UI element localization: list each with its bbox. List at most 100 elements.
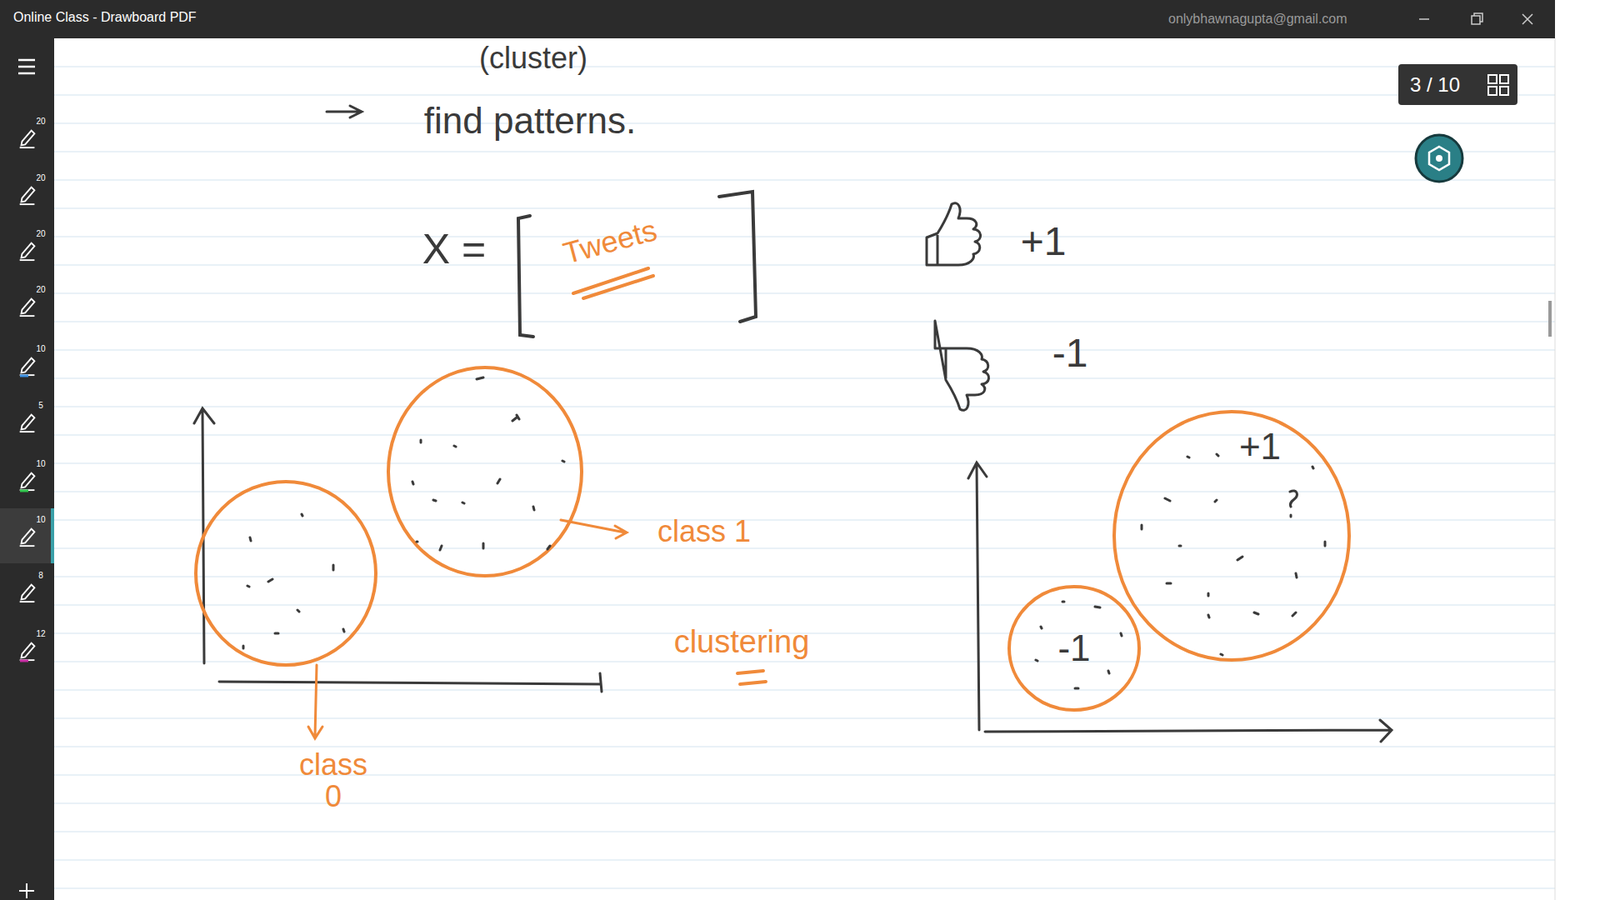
window-title: Online Class - Drawboard PDF (13, 10, 197, 25)
pen-size: 20 (35, 229, 45, 240)
pen-size: 20 (35, 173, 45, 184)
matrix-bracket (518, 215, 534, 337)
thumbs-up-icon (926, 203, 981, 265)
page-counter-text: 3 / 10 (1410, 73, 1460, 97)
label-wrap: -1 (1052, 330, 1089, 376)
pen-icon (20, 473, 35, 491)
circle-outline (1009, 586, 1140, 710)
pen-icon (20, 585, 35, 603)
settings-icon (1435, 155, 1443, 162)
label-wrap: 20 (35, 112, 45, 128)
label-wrap: class 0 (287, 749, 380, 813)
pen-icon (20, 243, 35, 261)
restore-icon (1474, 13, 1483, 22)
active-tool (0, 508, 55, 564)
label-wrap: 8 (38, 566, 44, 582)
pen-tint (20, 490, 29, 493)
window-edge (1555, 38, 1556, 900)
note: clustering (674, 624, 810, 661)
label-wrap: 20 (35, 280, 45, 296)
action-button (1415, 135, 1463, 182)
pen-icon (20, 299, 35, 317)
axis (968, 462, 987, 730)
minimize-icon (1419, 18, 1430, 20)
label-wrap: onlybhawnagupta@gmail.com (1168, 11, 1348, 27)
label-wrap: clustering (674, 624, 810, 661)
matrix-entry: Tweets (560, 212, 661, 270)
cluster-label: +1 (1239, 426, 1281, 467)
variable: X = (422, 225, 486, 275)
leader-arrow (308, 665, 323, 739)
class-label: class 1 (657, 514, 751, 549)
label-wrap: class 1 (657, 514, 751, 549)
pen-size: 10 (35, 344, 45, 355)
close-icon (1522, 14, 1533, 25)
pen-icon (20, 415, 35, 433)
matrix-bracket (719, 191, 756, 322)
toolbar (0, 38, 55, 900)
underline (573, 268, 654, 299)
settings-icon (1429, 146, 1450, 170)
class-label: class 0 (287, 749, 380, 813)
restore-icon (1471, 15, 1480, 25)
pen-size: 20 (35, 116, 45, 127)
label-wrap: 3 / 10 (1410, 73, 1460, 97)
pen-tint (20, 660, 29, 663)
pen-icon (20, 130, 35, 149)
label-wrap: Tweets (560, 212, 661, 270)
cluster-circle (195, 481, 376, 665)
pen-size: 10 (35, 459, 45, 470)
title-bar (0, 0, 1555, 39)
pen-size: 8 (38, 570, 44, 581)
page-counter (1398, 64, 1518, 105)
pen-tint (20, 375, 29, 378)
arrow-symbol (326, 105, 362, 118)
pen-size: 12 (35, 629, 45, 640)
label-wrap: +1 (1020, 218, 1067, 265)
menu-icon (18, 60, 35, 74)
account-email: onlybhawnagupta@gmail.com (1168, 11, 1348, 27)
leader-arrow (560, 520, 627, 539)
window-title-wrap: Online Class - Drawboard PDF (13, 10, 197, 25)
label-wrap: 20 (35, 225, 45, 240)
pen-icon (20, 358, 35, 376)
pen-icon (20, 187, 35, 205)
label-wrap: X = (422, 225, 486, 275)
axis (219, 673, 602, 692)
pen-icon (20, 643, 35, 661)
underline (737, 670, 766, 685)
class-value: -1 (1052, 330, 1089, 376)
label-wrap: 10 (35, 510, 45, 526)
cluster-circle: +1 (1112, 410, 1351, 662)
pen-size: 5 (38, 400, 44, 411)
label-wrap: find patterns. (424, 100, 636, 143)
cluster-label: -1 (1057, 628, 1090, 669)
circle-outline (1112, 410, 1351, 662)
label-wrap: 12 (35, 625, 45, 640)
ruled-lines (54, 66, 1555, 889)
pen-size: 20 (35, 285, 45, 295)
label-wrap: 20 (35, 169, 45, 185)
heading-note: (cluster) (479, 40, 588, 75)
add-icon (19, 883, 35, 899)
cluster-circle (388, 367, 582, 576)
cluster-circle: -1 (1007, 585, 1141, 712)
pen-size: 10 (35, 515, 45, 525)
label-wrap: (cluster) (479, 40, 588, 75)
pen-icon (20, 529, 35, 547)
class-value: +1 (1020, 218, 1067, 265)
thumbs-down-icon (935, 320, 990, 410)
label-wrap: 5 (38, 396, 44, 412)
circle-outline (1114, 411, 1350, 660)
label-wrap: 10 (35, 340, 45, 355)
grid-icon (1488, 75, 1509, 95)
note: find patterns. (424, 100, 636, 143)
scrollbar (1548, 300, 1552, 337)
axis (985, 720, 1392, 742)
data-points (243, 377, 1325, 689)
active-marker (50, 508, 55, 564)
